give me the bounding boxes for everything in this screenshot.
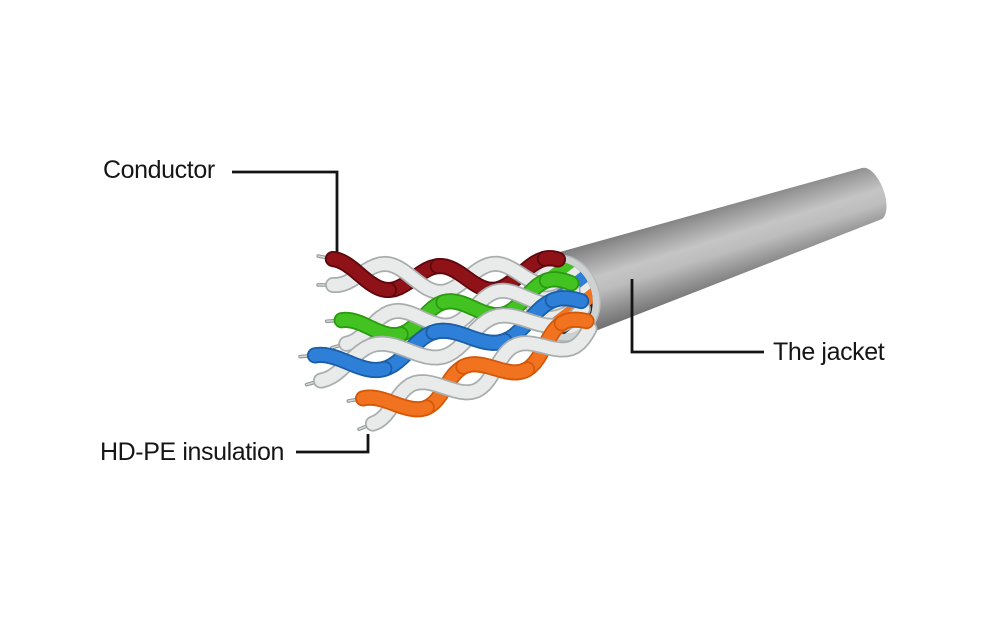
blue-pair [298,290,591,389]
jacket-label: The jacket [773,338,885,366]
cable-jacket [549,167,887,339]
insulation-leader-line [296,434,370,454]
jacket-leader-line [630,279,764,354]
bundle-stripe-white [522,254,594,314]
insulation-label: HD-PE insulation [100,438,284,466]
conductor-label: Conductor [103,156,215,184]
maroon-pair [316,250,567,300]
orange-pair [346,311,598,432]
wire-pairs [298,250,598,432]
conductor-leader-line [232,170,339,256]
